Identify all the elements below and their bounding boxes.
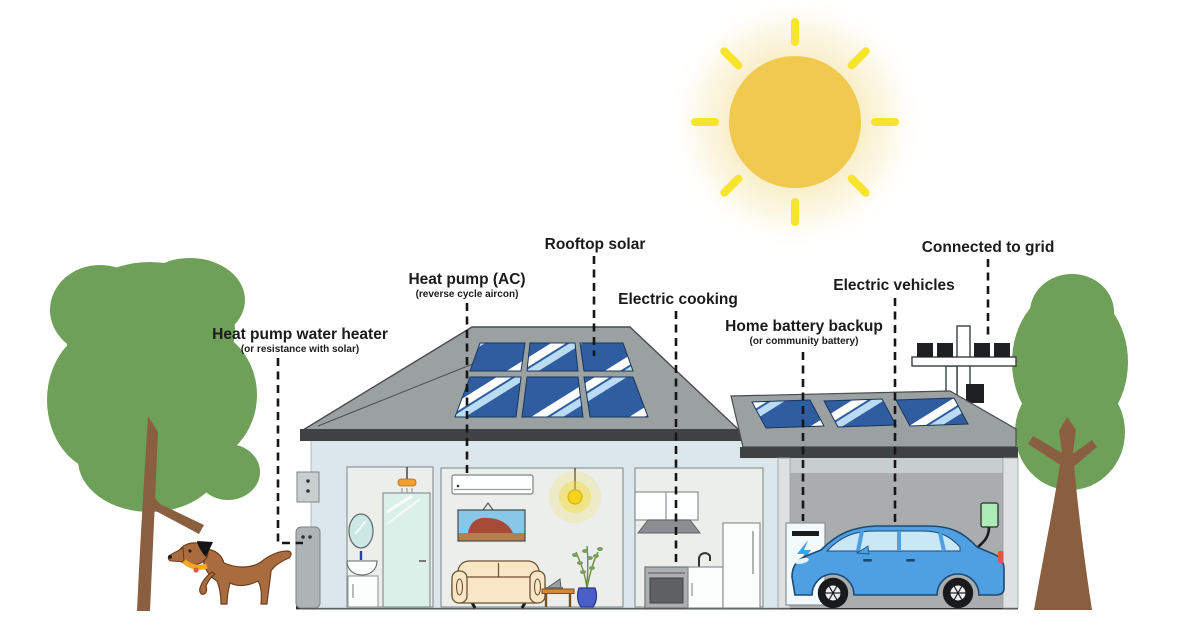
dog [167,541,292,605]
pendant-light [549,468,601,523]
label-subtitle: (or resistance with solar) [240,344,360,356]
mirror [348,513,374,549]
electric-car [791,525,1005,609]
label-title: Electric cooking [618,291,738,308]
label-title: Heat pump water heater [212,326,388,343]
sink-tap [698,552,711,567]
label-heat-pump-water-heater: Heat pump water heater (or resistance wi… [212,326,388,356]
label-heat-pump-ac: Heat pump (AC) (reverse cycle aircon) [408,271,525,301]
label-electric-cooking: Electric cooking [618,291,738,308]
wall-art [457,501,526,542]
sofa [451,560,546,609]
leader-lines [276,256,990,565]
heat-pump-water-heater-unit [295,471,321,609]
potted-plant [572,545,603,608]
right-tree [1012,274,1128,610]
leader-water-heater [276,358,303,545]
label-title: Connected to grid [921,239,1055,256]
label-electric-vehicles: Electric vehicles [833,277,955,294]
basin [346,560,378,576]
headlight [795,557,809,565]
label-title: Electric vehicles [833,277,955,294]
shower-screen [382,492,431,608]
lightning-bolt-icon [797,540,811,565]
pole-insulators [917,343,1010,403]
shower-head [397,478,417,487]
label-title: Rooftop solar [544,236,646,253]
sun-rays [691,18,899,226]
taillight [998,551,1004,563]
dog-ear [197,541,213,557]
dog-raised-leg [199,571,217,595]
living-room [451,468,603,609]
front-wheel [817,577,849,609]
side-mirror [855,545,870,555]
label-connected-to-grid: Connected to grid [922,239,1055,256]
dog-collar [182,559,208,570]
kitchen [634,491,761,609]
side-table [541,578,575,607]
vase [576,587,598,608]
label-title: Heat pump (AC) [408,271,526,288]
label-subtitle: (reverse cycle aircon) [415,289,519,301]
dog-body [202,548,292,605]
range-hood [636,519,702,534]
garage-contents [785,502,1005,609]
left-tree [47,258,260,611]
sun [663,0,927,254]
garage-solar-panels [751,397,969,429]
fridge [722,522,761,609]
label-subtitle: (or community battery) [749,336,859,348]
rear-wheel [942,577,974,609]
left-tree-trunk [137,416,204,611]
right-tree-trunk [1028,417,1097,610]
kitchen-sink [687,552,724,609]
air-conditioner [451,474,534,495]
label-home-battery-backup: Home battery backup (or community batter… [725,318,883,348]
bathroom [346,467,431,608]
rooftop-solar-array [454,342,649,418]
label-title: Home battery backup [725,318,883,335]
label-rooftop-solar: Rooftop solar [545,236,646,253]
oven [644,566,689,609]
